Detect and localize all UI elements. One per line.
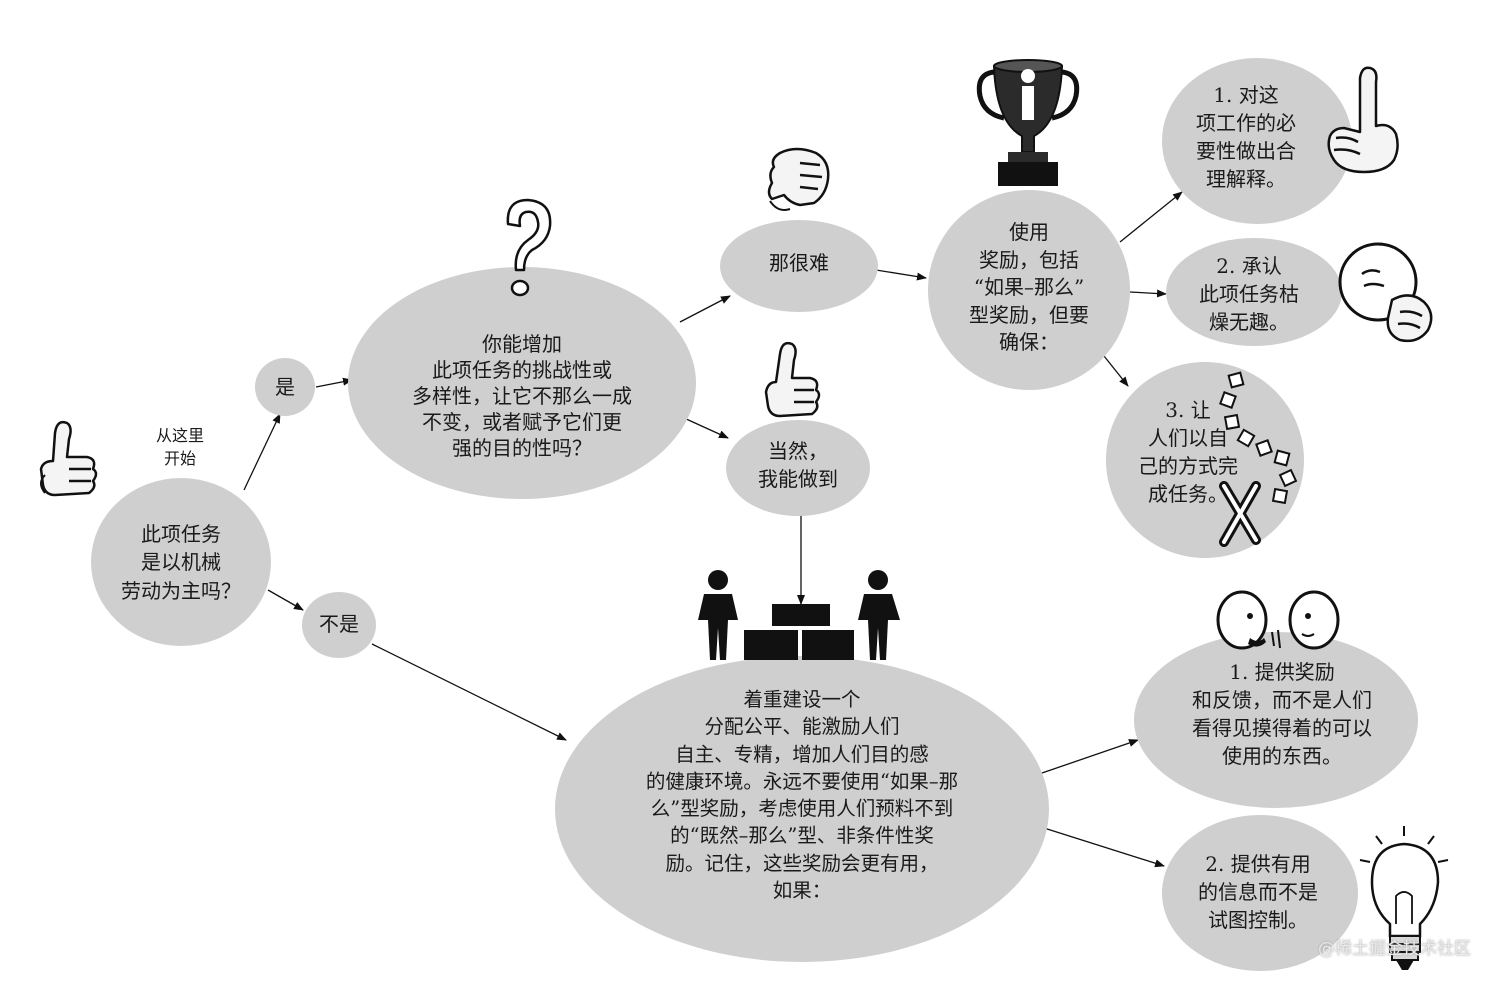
arrow-variety-to-hard xyxy=(679,295,731,323)
node-hard-text: 那很难 xyxy=(769,251,829,275)
trophy-icon xyxy=(976,59,1080,186)
node-acknowledge-text: 2. 承认 此项任务枯 燥无趣。 xyxy=(1199,254,1299,334)
arrow-rewards-to-r3 xyxy=(1103,355,1129,387)
arrow-environment-to-e1 xyxy=(1041,739,1139,774)
arrow-rewards-to-r1 xyxy=(1119,191,1183,243)
start-label: 从这里 开始 xyxy=(155,426,204,469)
thumbs-up-icon xyxy=(764,341,821,418)
node-yes-text: 是 xyxy=(275,375,295,399)
node-variety-text: 你能增加 此项任务的挑战性或 多样性，让它不那么一成 不变，或者赋予它们更 强的… xyxy=(412,332,632,460)
lightbulb-icon xyxy=(1359,826,1449,970)
talking-faces-icon xyxy=(1216,590,1340,650)
node-feedback xyxy=(1134,632,1418,808)
node-acknowledge xyxy=(1166,238,1342,346)
tumbling-blocks-icon xyxy=(1219,371,1298,547)
node-variety xyxy=(348,267,696,499)
node-mechanical xyxy=(91,478,271,646)
arrow-environment-to-e2 xyxy=(1043,827,1165,868)
node-own-way-text: 3. 让 人们以自 己的方式完 成任务。 xyxy=(1138,398,1238,506)
node-no-text: 不是 xyxy=(319,612,359,636)
watermark: @稀土掘金技术社区 xyxy=(1318,939,1471,959)
node-use-rewards xyxy=(928,190,1130,390)
arrow-start-to-yes xyxy=(243,413,281,491)
node-environment xyxy=(555,656,1049,962)
node-own-way xyxy=(1106,362,1304,558)
node-no xyxy=(302,592,376,658)
arrow-no-to-environment xyxy=(371,643,567,741)
thumbs-up-start-icon xyxy=(39,420,98,497)
arrow-yes-to-variety xyxy=(315,377,353,388)
node-reason xyxy=(1162,58,1352,224)
node-yes xyxy=(255,358,315,416)
bored-face-icon xyxy=(1338,242,1433,343)
node-mechanical-text: 此项任务 是以机械 劳动为主吗？ xyxy=(121,522,241,603)
arrow-hard-to-rewards xyxy=(875,269,927,281)
node-reason-text: 1. 对这 项工作的必 要性做出合 理解释。 xyxy=(1196,83,1296,191)
node-environment-text: 着重建设一个 分配公平、能激励人们 自主、专精，增加人们目的感 的健康环境。永远… xyxy=(645,688,959,903)
node-sure-text: 当然， 我能做到 xyxy=(758,439,838,492)
node-information-text: 2. 提供有用 的信息而不是 试图控制。 xyxy=(1198,852,1318,932)
people-and-blocks-icon xyxy=(698,570,900,660)
thumbs-down-icon xyxy=(767,147,830,211)
node-sure xyxy=(726,420,870,516)
question-mark-icon xyxy=(506,198,552,297)
node-feedback-text: 1. 提供奖励 和反馈，而不是人们 看得见摸得着的可以 使用的东西。 xyxy=(1192,660,1372,768)
node-use-rewards-text: 使用 奖励，包括 “如果–那么” 型奖励，但要 确保： xyxy=(969,220,1089,355)
arrow-variety-to-sure xyxy=(683,417,729,439)
arrow-start-to-no xyxy=(267,589,304,611)
node-information xyxy=(1162,815,1358,971)
pointing-hand-icon xyxy=(1327,66,1399,174)
arrow-rewards-to-r2 xyxy=(1129,289,1167,298)
node-hard xyxy=(720,220,878,312)
